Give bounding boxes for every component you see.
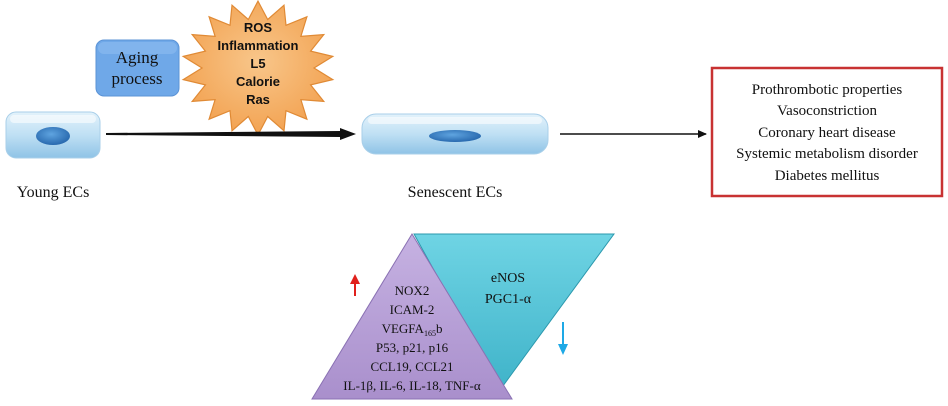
outcome-diabetes: Diabetes mellitus bbox=[775, 168, 880, 184]
up-marker-ccl: CCL19, CCL21 bbox=[370, 359, 453, 374]
up-marker-p53: P53, p21, p16 bbox=[376, 340, 449, 355]
up-marker-interleukins: IL-1β, IL-6, IL-18, TNF-α bbox=[343, 378, 481, 393]
outcome-vasoconstriction: Vasoconstriction bbox=[777, 103, 877, 119]
up-marker-vegfa-sub: 165 bbox=[424, 329, 436, 338]
arrow-young-to-senescent bbox=[106, 128, 356, 140]
stressor-l5: L5 bbox=[250, 56, 265, 71]
aging-process-box: Aging process bbox=[95, 39, 180, 97]
stressor-calorie: Calorie bbox=[236, 74, 280, 89]
stressor-ros: ROS bbox=[244, 20, 273, 35]
down-marker-enos: eNOS bbox=[491, 271, 525, 286]
young-ec-cell bbox=[5, 111, 101, 159]
senescent-ec-label: Senescent ECs bbox=[408, 184, 503, 201]
aging-process-label-line1: Aging bbox=[116, 48, 159, 67]
down-arrow-icon bbox=[558, 322, 568, 355]
stressor-starburst: ROS Inflammation L5 Calorie Ras bbox=[181, 0, 335, 137]
stressor-inflammation: Inflammation bbox=[218, 38, 299, 53]
up-marker-icam2: ICAM-2 bbox=[390, 302, 435, 317]
stressor-ras: Ras bbox=[246, 92, 270, 107]
young-ec-nucleus bbox=[36, 127, 70, 145]
up-marker-vegfa: VEGFA165b bbox=[382, 321, 443, 338]
senescent-ec-cell bbox=[361, 113, 549, 155]
up-marker-vegfa-main: VEGFA bbox=[382, 321, 425, 336]
outcome-coronary: Coronary heart disease bbox=[758, 125, 896, 141]
outcome-metabolism: Systemic metabolism disorder bbox=[736, 146, 918, 162]
young-ec-label: Young ECs bbox=[17, 184, 90, 201]
senescent-ec-nucleus bbox=[429, 130, 481, 142]
outcomes-box: Prothrombotic properties Vasoconstrictio… bbox=[710, 66, 944, 198]
up-marker-vegfa-suffix: b bbox=[436, 321, 443, 336]
aging-process-label-line2: process bbox=[112, 69, 163, 88]
upregulated-triangle: NOX2 ICAM-2 VEGFA165b P53, p21, p16 CCL1… bbox=[311, 233, 513, 400]
up-arrow-icon bbox=[350, 274, 360, 296]
downregulated-triangle: eNOS PGC1-α bbox=[413, 233, 615, 391]
up-marker-nox2: NOX2 bbox=[395, 283, 430, 298]
down-marker-pgc1a: PGC1-α bbox=[485, 292, 532, 307]
outcome-prothrombotic: Prothrombotic properties bbox=[752, 82, 903, 98]
